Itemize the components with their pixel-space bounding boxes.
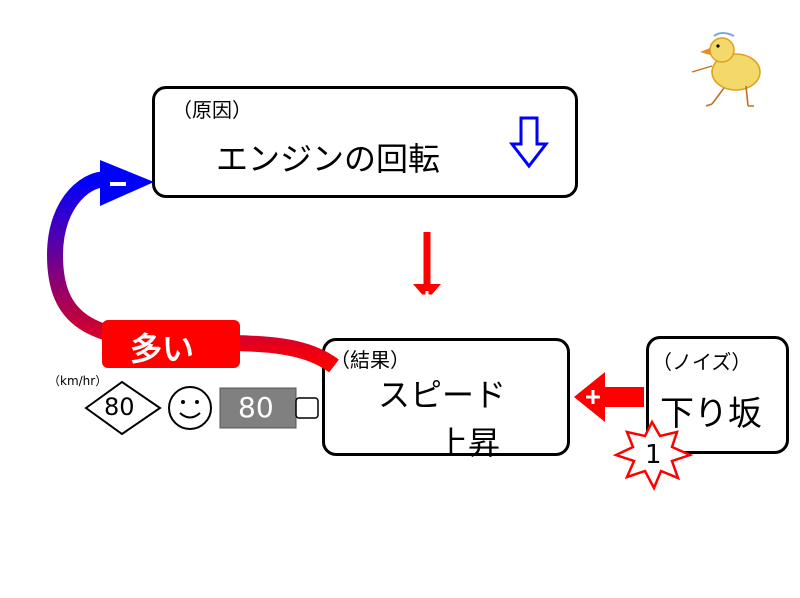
- down-arrow-icon: [508, 116, 550, 169]
- noise-arrow-shaft: [600, 387, 644, 407]
- noise-label: （ノイズ）: [652, 350, 752, 374]
- speed-meter-cap: [295, 397, 319, 419]
- cause-label: （原因）: [172, 98, 252, 122]
- result-line2: 上昇: [436, 424, 501, 462]
- smiley-icon: [168, 386, 212, 430]
- speed-meter-value: 80: [238, 391, 274, 424]
- feedback-arrowhead: [100, 160, 154, 206]
- cause-title: エンジンの回転: [216, 140, 441, 178]
- duck-doodle-icon: [691, 32, 761, 107]
- feedback-tag: 多い: [130, 330, 195, 368]
- speed-meter: [219, 387, 297, 429]
- speed-limit-value: 80: [104, 393, 135, 421]
- explosion-badge-icon: [612, 419, 694, 491]
- noise-badge-number: 1: [645, 440, 662, 470]
- speed-limit-sign: [84, 380, 162, 436]
- feedback-tag-bg: [102, 320, 240, 368]
- noise-title: 下り坂: [660, 394, 762, 434]
- causal-plus-icon: [422, 291, 432, 301]
- result-box: [322, 338, 570, 456]
- feedback-arc: [46, 171, 339, 373]
- result-label: （結果）: [330, 348, 410, 372]
- noise-box: [646, 336, 789, 454]
- result-line1: スピード: [378, 376, 507, 414]
- cause-box: [152, 86, 578, 198]
- speed-unit-label: （km/hr）: [48, 374, 108, 388]
- noise-plus-icon: [586, 390, 600, 404]
